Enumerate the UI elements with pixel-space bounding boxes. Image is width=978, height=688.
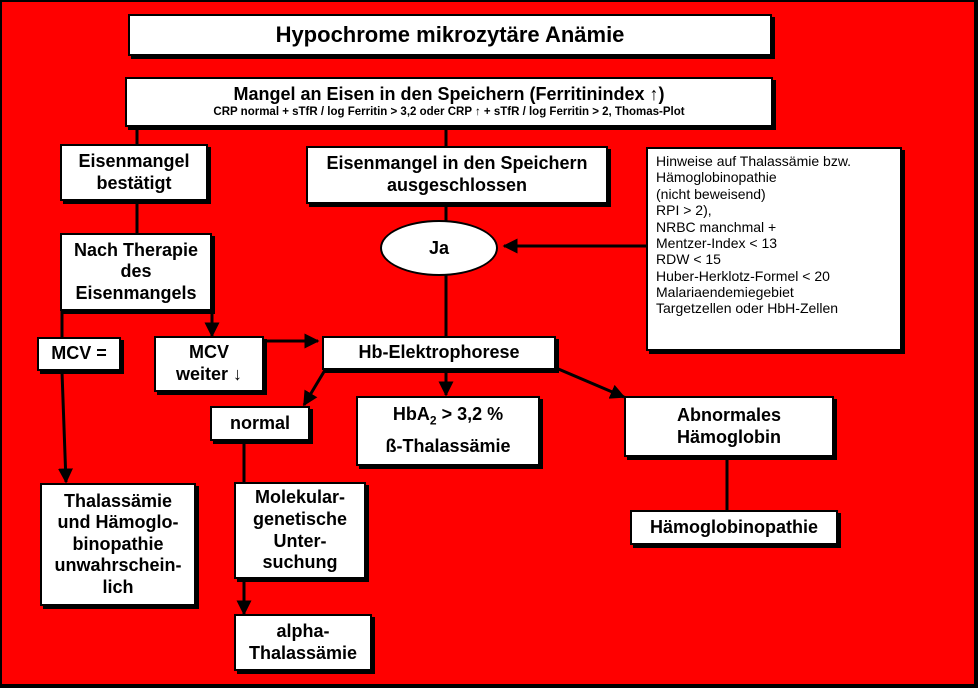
box-iron-deficiency-criteria: CRP normal + sTfR / log Ferritin > 3,2 o…: [213, 105, 685, 118]
hba2-threshold: > 3,2 %: [436, 404, 504, 425]
unlikely-line-3: binopathie: [72, 533, 164, 554]
box-hemoglobinopathy: Hämoglobinopathie: [630, 510, 838, 545]
excluded-line-2: ausgeschlossen: [386, 175, 528, 195]
hint-line: RDW < 15: [656, 251, 721, 268]
mcv-equal-label: MCV =: [51, 343, 107, 364]
excluded-line-1: Eisenmangel in den Speichern: [326, 153, 588, 174]
decision-yes-oval: Ja: [380, 220, 498, 276]
hint-line: (nicht beweisend): [656, 185, 766, 202]
box-normal: normal: [210, 406, 310, 441]
therapy-line-1: Nach Therapie: [73, 239, 199, 260]
hba2-line-2: ß-Thalassämie: [385, 436, 511, 457]
box-after-therapy: Nach Therapie des Eisenmangels: [60, 233, 212, 311]
box-mcv-lower: MCV weiter ↓: [154, 336, 264, 392]
hint-line: Hämoglobinopathie: [656, 169, 777, 186]
molecular-line-4: suchung: [262, 552, 338, 573]
unlikely-line-4: unwahrschein-: [54, 555, 182, 576]
box-iron-deficiency-heading: Mangel an Eisen in den Speichern (Ferrit…: [233, 84, 665, 105]
alpha-line-1: alpha-: [276, 620, 330, 641]
hba2-line-1: HbA2 > 3,2 %: [393, 404, 503, 428]
hint-line: Huber-Herklotz-Formel < 20: [656, 267, 830, 284]
box-iron-deficiency-excluded: Eisenmangel in den Speichern ausgeschlos…: [306, 146, 608, 204]
molecular-line-2: genetische: [252, 508, 348, 529]
hint-line: Mentzer-Index < 13: [656, 234, 778, 251]
normal-label: normal: [229, 412, 290, 433]
box-mcv-equal: MCV =: [37, 337, 121, 371]
hint-line: Hinweise auf Thalassämie bzw.: [656, 153, 852, 169]
hba2-prefix: HbA: [392, 404, 430, 425]
box-thalassemia-hints: Hinweise auf Thalassämie bzw. Hämoglobin…: [646, 147, 902, 351]
mcv-lower-line-2: weiter ↓: [175, 364, 243, 384]
molecular-line-3: Unter-: [273, 530, 327, 551]
electrophoresis-label: Hb-Elektrophorese: [358, 342, 520, 363]
alpha-line-2: Thalassämie: [248, 642, 358, 663]
arrow-electrophoresis-to-abnormal: [555, 366, 626, 399]
hint-line: NRBC manchmal +: [656, 218, 777, 235]
therapy-line-3: Eisenmangels: [75, 282, 197, 303]
hint-line: Malariaendemiegebiet: [656, 284, 794, 300]
confirmed-line-2: bestätigt: [96, 172, 172, 193]
box-molecular-genetic: Molekular- genetische Unter- suchung: [234, 482, 366, 579]
unlikely-line-5: lich: [102, 576, 134, 597]
arrow-electrophoresis-to-normal: [302, 369, 327, 407]
box-hba2-beta-thalassemia: HbA2 > 3,2 % ß-Thalassämie: [356, 396, 540, 466]
box-unlikely: Thalassämie und Hämoglo- binopathie unwa…: [40, 483, 196, 606]
unlikely-line-2: und Hämoglo-: [57, 512, 179, 533]
hint-line: RPI > 2),: [656, 202, 712, 219]
arrow-mcv-equal-to-unlikely: [58, 371, 74, 484]
diagram-title-text: Hypochrome mikrozytäre Anämie: [275, 21, 625, 47]
hemoglobinopathy-label: Hämoglobinopathie: [650, 516, 818, 537]
decision-yes-label: Ja: [428, 237, 450, 258]
confirmed-line-1: Eisenmangel: [78, 150, 190, 171]
diagram-title: Hypochrome mikrozytäre Anämie: [128, 14, 772, 56]
box-abnormal-hemoglobin: Abnormales Hämoglobin: [624, 396, 834, 457]
box-alpha-thalassemia: alpha- Thalassämie: [234, 614, 372, 671]
hba2-subscript: 2: [429, 413, 437, 428]
mcv-lower-line-1: MCV: [189, 342, 229, 363]
therapy-line-2: des: [120, 261, 152, 282]
box-iron-deficiency-confirmed: Eisenmangel bestätigt: [60, 144, 208, 201]
hint-line: Targetzellen oder HbH-Zellen: [656, 300, 839, 317]
abnormal-line-1: Abnormales: [676, 404, 782, 425]
box-iron-deficiency-stores: Mangel an Eisen in den Speichern (Ferrit…: [125, 77, 773, 127]
molecular-line-1: Molekular-: [254, 487, 346, 508]
box-hb-electrophoresis: Hb-Elektrophorese: [322, 336, 556, 370]
unlikely-line-1: Thalassämie: [63, 490, 173, 511]
abnormal-line-2: Hämoglobin: [677, 426, 781, 447]
